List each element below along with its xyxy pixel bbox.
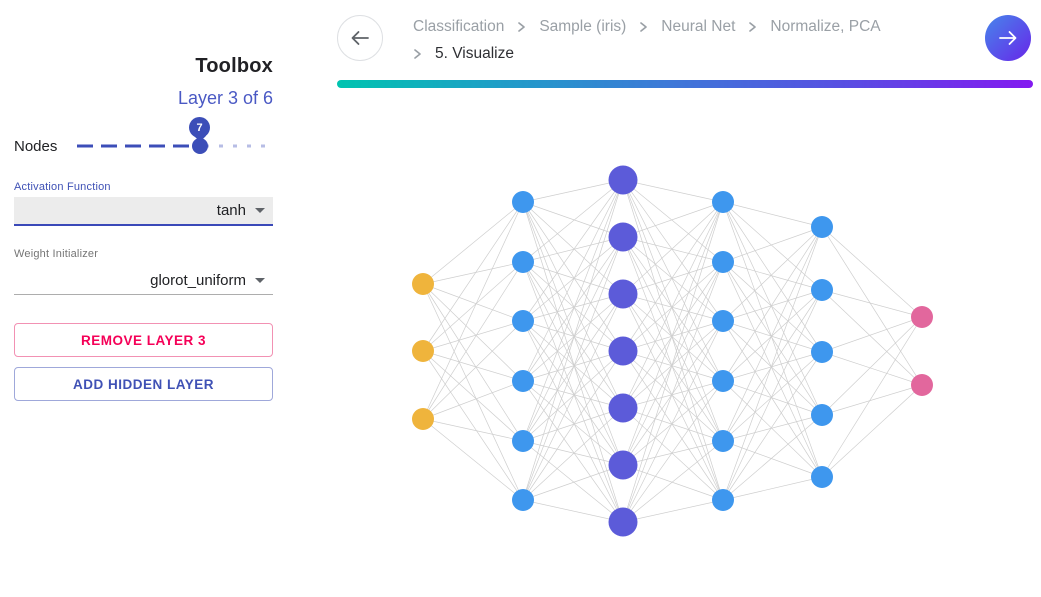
nodes-slider[interactable]: 7 bbox=[75, 117, 273, 156]
network-node-hidden-2-selected[interactable] bbox=[608, 222, 638, 252]
network-node-hidden-2-selected[interactable] bbox=[608, 165, 638, 195]
breadcrumb: Classification Sample (iris) Neural Net Nor… bbox=[413, 13, 973, 67]
slider-value-badge: 7 bbox=[189, 117, 210, 138]
activation-function-value: tanh bbox=[216, 202, 246, 219]
network-node-hidden-4[interactable] bbox=[811, 404, 833, 426]
chevron-right-icon bbox=[414, 48, 421, 59]
breadcrumb-item[interactable]: Neural Net bbox=[661, 18, 736, 35]
network-node-hidden-4[interactable] bbox=[811, 466, 833, 488]
network-node-hidden-3[interactable] bbox=[712, 310, 734, 332]
network-node-hidden-2-selected[interactable] bbox=[608, 336, 638, 366]
weight-initializer-value: glorot_uniform bbox=[150, 271, 246, 289]
activation-function-label: Activation Function bbox=[14, 181, 111, 193]
network-node-input[interactable] bbox=[412, 273, 434, 295]
next-button[interactable] bbox=[985, 15, 1031, 61]
network-node-hidden-4[interactable] bbox=[811, 279, 833, 301]
breadcrumb-item[interactable]: Sample (iris) bbox=[539, 18, 627, 35]
caret-down-icon bbox=[255, 208, 265, 213]
weight-initializer-label: Weight Initializer bbox=[14, 248, 99, 260]
network-node-hidden-2-selected[interactable] bbox=[608, 450, 638, 480]
nodes-slider-row: Nodes 7 bbox=[14, 117, 273, 156]
network-node-hidden-4[interactable] bbox=[811, 216, 833, 238]
network-node-input[interactable] bbox=[412, 340, 434, 362]
remove-layer-button[interactable]: REMOVE LAYER 3 bbox=[14, 323, 273, 357]
network-node-hidden-3[interactable] bbox=[712, 251, 734, 273]
add-hidden-layer-button[interactable]: ADD HIDDEN LAYER bbox=[14, 367, 273, 401]
network-node-output[interactable] bbox=[911, 374, 933, 396]
network-node-hidden-2-selected[interactable] bbox=[608, 279, 638, 309]
toolbox-panel: Toolbox Layer 3 of 6 Nodes 7 Activation … bbox=[0, 0, 287, 597]
network-edges bbox=[422, 179, 923, 523]
network-node-hidden-1[interactable] bbox=[512, 489, 534, 511]
breadcrumb-group: Neural Net bbox=[639, 13, 735, 40]
breadcrumb-item[interactable]: Classification bbox=[413, 18, 505, 35]
network-node-input[interactable] bbox=[412, 408, 434, 430]
arrow-left-icon bbox=[351, 31, 369, 45]
network-node-hidden-2-selected[interactable] bbox=[608, 393, 638, 423]
weight-initializer-select[interactable]: glorot_uniform bbox=[14, 266, 273, 295]
network-node-output[interactable] bbox=[911, 306, 933, 328]
network-node-hidden-1[interactable] bbox=[512, 251, 534, 273]
network-node-hidden-1[interactable] bbox=[512, 430, 534, 452]
network-node-hidden-1[interactable] bbox=[512, 370, 534, 392]
network-node-hidden-3[interactable] bbox=[712, 430, 734, 452]
chevron-right-icon bbox=[749, 21, 757, 32]
back-button[interactable] bbox=[337, 15, 383, 61]
network-canvas bbox=[412, 165, 933, 537]
caret-down-icon bbox=[255, 277, 265, 283]
breadcrumb-group: Classification bbox=[413, 13, 504, 40]
activation-function-select[interactable]: tanh bbox=[14, 197, 273, 226]
network-node-hidden-2-selected[interactable] bbox=[608, 507, 638, 537]
chevron-right-icon bbox=[640, 21, 648, 32]
network-node-hidden-4[interactable] bbox=[811, 341, 833, 363]
breadcrumb-item[interactable]: Normalize, PCA bbox=[770, 18, 881, 35]
progress-gradient-bar bbox=[337, 80, 1033, 88]
nodes-slider-label: Nodes bbox=[14, 137, 58, 155]
breadcrumb-item-active[interactable]: 5. Visualize bbox=[435, 45, 514, 62]
toolbox-title: Toolbox bbox=[195, 55, 273, 77]
slider-thumb[interactable] bbox=[192, 138, 208, 154]
arrow-right-icon bbox=[999, 31, 1017, 45]
slider-value-text: 7 bbox=[196, 121, 203, 134]
network-node-hidden-1[interactable] bbox=[512, 310, 534, 332]
network-node-hidden-3[interactable] bbox=[712, 370, 734, 392]
breadcrumb-group: Normalize, PCA bbox=[748, 13, 881, 40]
chevron-right-icon bbox=[518, 21, 526, 32]
slider-track[interactable] bbox=[75, 136, 273, 156]
network-node-hidden-1[interactable] bbox=[512, 191, 534, 213]
network-node-hidden-3[interactable] bbox=[712, 489, 734, 511]
layer-indicator: Layer 3 of 6 bbox=[177, 88, 273, 108]
breadcrumb-group: 5. Visualize bbox=[413, 40, 514, 67]
network-node-hidden-3[interactable] bbox=[712, 191, 734, 213]
breadcrumb-group: Sample (iris) bbox=[517, 13, 626, 40]
